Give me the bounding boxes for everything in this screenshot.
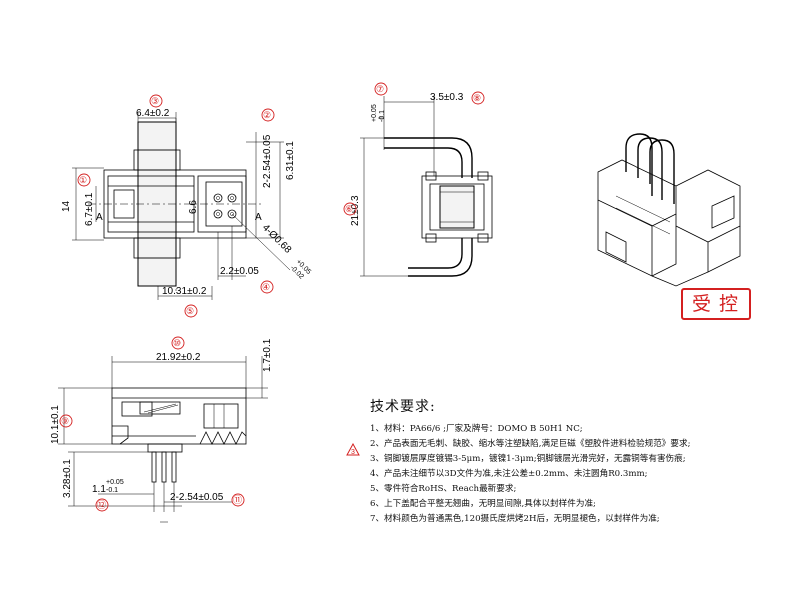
pin-hole (213, 193, 223, 203)
notes-title: 技术要求: (370, 399, 436, 415)
iso-view (597, 133, 741, 287)
section-label-right: A (255, 212, 262, 223)
dim-pitch-top: 2-2.54±0.05 (262, 134, 273, 188)
controlled-stamp: 受控 (681, 288, 751, 320)
note-item: 2、产品表面无毛刺、缺胶、缩水等注塑缺陷,满足巨磁《塑胶件进料检验规范》要求; (370, 439, 691, 449)
front-pin-block (197, 175, 247, 233)
front-view (72, 112, 291, 300)
dim-top-width: 6.4±0.2 (136, 108, 170, 119)
marker-5: ⑤ (186, 306, 194, 316)
note-item: 4、产品未注细节以3D文件为准,未注公差±0.2mm、未注圆角R0.3mm; (370, 469, 648, 479)
marker-12: ⑫ (97, 500, 106, 510)
section-label-left: A (96, 212, 103, 223)
pin-hole (213, 209, 223, 219)
marker-7: ⑦ (376, 84, 384, 94)
dim-pitch-bottom: 2-2.54±0.05 (170, 492, 224, 503)
warning-triangle-icon: 3 (346, 443, 360, 456)
side-housing (421, 175, 493, 239)
dim-pin-1-1-plus: +0.05 (106, 479, 124, 486)
marker-11: ⑪ (233, 495, 242, 505)
marker-4: ④ (262, 282, 270, 292)
pin-hole (227, 193, 237, 203)
note-item: 1、材料：PA66/6 ;厂家及牌号：DOMO B 50H1 NC; (370, 424, 583, 434)
dim-top-1-7: 1.7±0.1 (262, 338, 273, 372)
dim-tol-plus: +0.05 (371, 104, 378, 122)
dim-width-21-92: 21.92±0.2 (156, 352, 201, 363)
dim-pin-offset: 2.2±0.05 (220, 266, 259, 277)
marker-10: ⑩ (173, 338, 181, 348)
note-item: 5、零件符合RoHS、Reach最新要求; (370, 484, 517, 494)
dim-pin-1-1-minus: -0.1 (106, 487, 118, 494)
marker-8: ⑧ (473, 93, 481, 103)
dim-height-14: 14 (61, 200, 72, 212)
svg-text:3: 3 (351, 449, 355, 456)
dim-inner-6-7: 6.7±0.1 (84, 192, 95, 226)
dim-pin-dia: 4-Ø0.68 (260, 222, 294, 256)
dim-pin-3-28: 3.28±0.1 (62, 459, 73, 498)
dim-center-6-6: 6.6 (188, 200, 199, 214)
marker-9: ⑨ (61, 416, 69, 426)
dim-pin-1-1: 1.1 (92, 484, 106, 495)
marker-2: ② (263, 110, 271, 120)
marker-1: ① (79, 175, 87, 185)
pin-hole (227, 209, 237, 219)
dim-height-10-1: 10.1±0.1 (50, 405, 61, 444)
dim-tol-minus: -0.1 (379, 110, 386, 122)
marker-3: ③ (151, 96, 159, 106)
dim-top-offset: 3.5±0.3 (430, 92, 464, 103)
bottom-view (58, 356, 268, 523)
marker-6: ⑥ (345, 204, 353, 214)
technical-notes: 3 技术要求: 1、材料：PA66/6 ;厂家及牌号：DOMO B 50H1 N… (346, 396, 792, 527)
dim-right-6-31: 6.31±0.1 (285, 141, 296, 180)
note-item: 6、上下盖配合平整无翘曲，无明显间隙,具体以封样件为准; (370, 499, 596, 509)
note-item: 3、铜脚镀层厚度镀锡3-5μm，镀镍1-3μm;铜脚镀层光滑完好，无露铜等有害伤… (370, 454, 686, 464)
dim-bottom-width: 10.31±0.2 (162, 286, 207, 297)
note-item: 7、材料颜色为普通黑色,120摄氏度烘烤2H后，无明显褪色，以封样件为准; (370, 514, 660, 524)
side-view (360, 96, 493, 277)
